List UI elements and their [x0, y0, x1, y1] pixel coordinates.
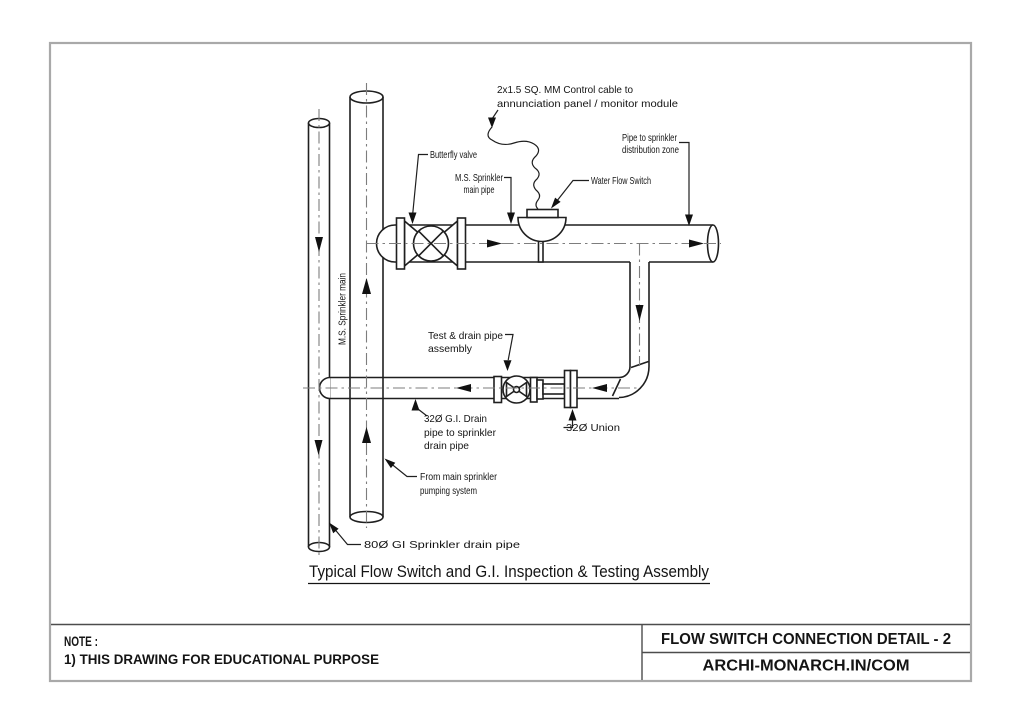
flow-direction-arrows [314, 237, 704, 455]
flow-arrow-left-icon [592, 384, 607, 392]
label-gi-drain-32-line3: drain pipe [424, 440, 469, 452]
flow-arrow-down-icon [315, 237, 323, 252]
callout-labels: 2x1.5 SQ. MM Control cable to annunciati… [338, 84, 680, 551]
flow-arrow-right-icon [487, 239, 502, 248]
caption-text: Typical Flow Switch and G.I. Inspection … [309, 562, 709, 581]
flow-arrow-down-icon [314, 440, 323, 455]
note-block: NOTE : 1) THIS DRAWING FOR EDUCATIONAL P… [64, 634, 379, 667]
title-block-title: FLOW SWITCH CONNECTION DETAIL - 2 [661, 631, 951, 648]
label-from-pumping-line1: From main sprinkler [420, 471, 497, 483]
drawing-caption: Typical Flow Switch and G.I. Inspection … [308, 562, 710, 585]
note-line1: 1) THIS DRAWING FOR EDUCATIONAL PURPOSE [64, 652, 379, 667]
leader-union-32 [563, 409, 577, 429]
label-ms-sprinkler-pipe-line2: main pipe [464, 184, 495, 196]
label-union-32: 32Ø Union [566, 422, 620, 434]
label-control-cable-line2: annunciation panel / monitor module [497, 98, 678, 110]
test-drain-valve-symbol [493, 375, 566, 404]
drain-riser-pipe-80 [307, 117, 331, 553]
sheet-border [48, 41, 973, 683]
leader-from-pumping [384, 458, 417, 478]
label-water-flow-switch: Water Flow Switch [591, 175, 651, 187]
title-block-website: ARCHI-MONARCH.IN/COM [703, 658, 910, 675]
leader-gi-drain-80 [329, 522, 361, 546]
leader-test-drain [503, 333, 514, 371]
leader-ms-sprinkler-pipe [504, 176, 515, 224]
label-ms-sprinkler-pipe-line1: M.S. Sprinkler [455, 172, 503, 184]
title-block-grid [51, 623, 970, 680]
water-flow-switch-symbol [517, 208, 567, 263]
title-block: FLOW SWITCH CONNECTION DETAIL - 2 ARCHI-… [661, 631, 951, 675]
note-heading: NOTE : [64, 634, 98, 649]
leader-butterfly-valve [408, 153, 428, 224]
leader-gi-drain-32 [411, 399, 428, 417]
label-ms-sprinkler-main-riser: M.S. Sprinkler main [338, 273, 349, 345]
label-gi-drain-32-line2: pipe to sprinkler [424, 427, 496, 439]
label-test-drain-line1: Test & drain pipe [428, 330, 503, 342]
label-from-pumping-line2: pumping system [420, 485, 477, 497]
label-pipe-to-zone-line1: Pipe to sprinkler [622, 133, 678, 144]
leader-water-flow-switch [551, 179, 589, 209]
flow-arrow-up-icon [362, 427, 371, 443]
label-gi-drain-80: 80Ø GI Sprinkler drain pipe [364, 539, 520, 551]
union-symbol [563, 369, 578, 409]
flow-arrow-left-icon [456, 384, 471, 392]
label-control-cable-line1: 2x1.5 SQ. MM Control cable to [497, 84, 633, 96]
label-test-drain-line2: assembly [428, 343, 473, 355]
leader-lines [329, 109, 693, 546]
flow-arrow-right-icon [689, 239, 704, 248]
flow-arrow-down-icon [635, 305, 644, 321]
label-pipe-to-zone-line2: distribution zone [622, 145, 679, 156]
leader-pipe-to-zone [679, 141, 693, 226]
leader-control-cable [488, 109, 499, 128]
label-gi-drain-32-line1: 32Ø G.I. Drain [424, 413, 487, 425]
label-butterfly-valve: Butterfly valve [430, 149, 477, 161]
control-cable-squiggle [487, 126, 541, 210]
flow-arrow-up-icon [362, 278, 371, 294]
